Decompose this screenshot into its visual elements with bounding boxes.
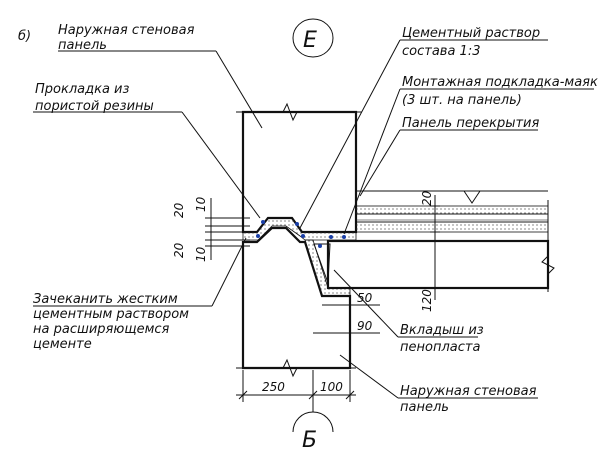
dim-20-bottom: 20 — [172, 242, 186, 258]
inner-dimensions: 50 90 — [313, 291, 380, 334]
dim-50: 50 — [357, 291, 373, 305]
rubber-gasket — [256, 220, 305, 238]
annotation-labels: Наружная стеновая панель Прокладка из по… — [33, 23, 598, 415]
dim-20-top: 20 — [172, 202, 186, 218]
label-outer-panel-bottom-2: панель — [400, 400, 449, 415]
label-outer-panel-bottom-1: Наружная стеновая — [400, 384, 537, 399]
lower-wall-panel — [236, 226, 356, 378]
leader-lines — [33, 39, 594, 399]
label-pad-1: Монтажная подкладка-маяк — [402, 75, 598, 90]
dim-120: 120 — [420, 289, 434, 312]
dim-100: 100 — [320, 380, 343, 394]
label-caulk-4: цементе — [33, 337, 92, 352]
left-dimensions: 20 10 20 10 — [172, 196, 250, 262]
dim-90: 90 — [357, 319, 373, 333]
label-pad-2: (3 шт. на панель) — [402, 93, 522, 108]
variant-label: б) — [18, 29, 31, 44]
label-mortar-2: состава 1:3 — [402, 44, 480, 59]
label-slab: Панель перекрытия — [402, 116, 539, 131]
floor-slab-panel — [326, 190, 555, 292]
label-caulk-2: цементным раствором — [33, 307, 189, 322]
label-caulk-3: на расширяющемся — [33, 322, 170, 337]
label-gasket-1: Прокладка из — [35, 82, 129, 97]
axis-label-bottom: Б — [302, 428, 317, 453]
dim-250: 250 — [262, 380, 285, 394]
axis-label-top: Е — [303, 28, 317, 53]
label-inserts-2: пенопласта — [400, 340, 480, 355]
label-outer-panel-top-2: панель — [58, 38, 107, 53]
mortar-joint — [242, 217, 357, 297]
label-outer-panel-top-1: Наружная стеновая — [58, 23, 195, 38]
bottom-dimensions: 250 100 — [236, 370, 356, 402]
axis-marker-top: Е — [292, 18, 334, 58]
axis-marker-bottom: Б — [292, 411, 334, 453]
dim-10-bottom: 10 — [194, 246, 208, 262]
label-caulk-1: Зачеканить жестким — [33, 292, 178, 307]
label-gasket-2: пористой резины — [35, 99, 154, 114]
dim-10-top: 10 — [194, 196, 208, 212]
slab-dimensions: 20 120 — [420, 190, 440, 312]
foam-insert — [313, 235, 346, 284]
dim-20-slab: 20 — [420, 190, 434, 206]
label-mortar-1: Цементный раствор — [402, 26, 540, 41]
label-inserts-1: Вкладыш из — [400, 323, 484, 338]
upper-wall-panel — [236, 102, 362, 234]
